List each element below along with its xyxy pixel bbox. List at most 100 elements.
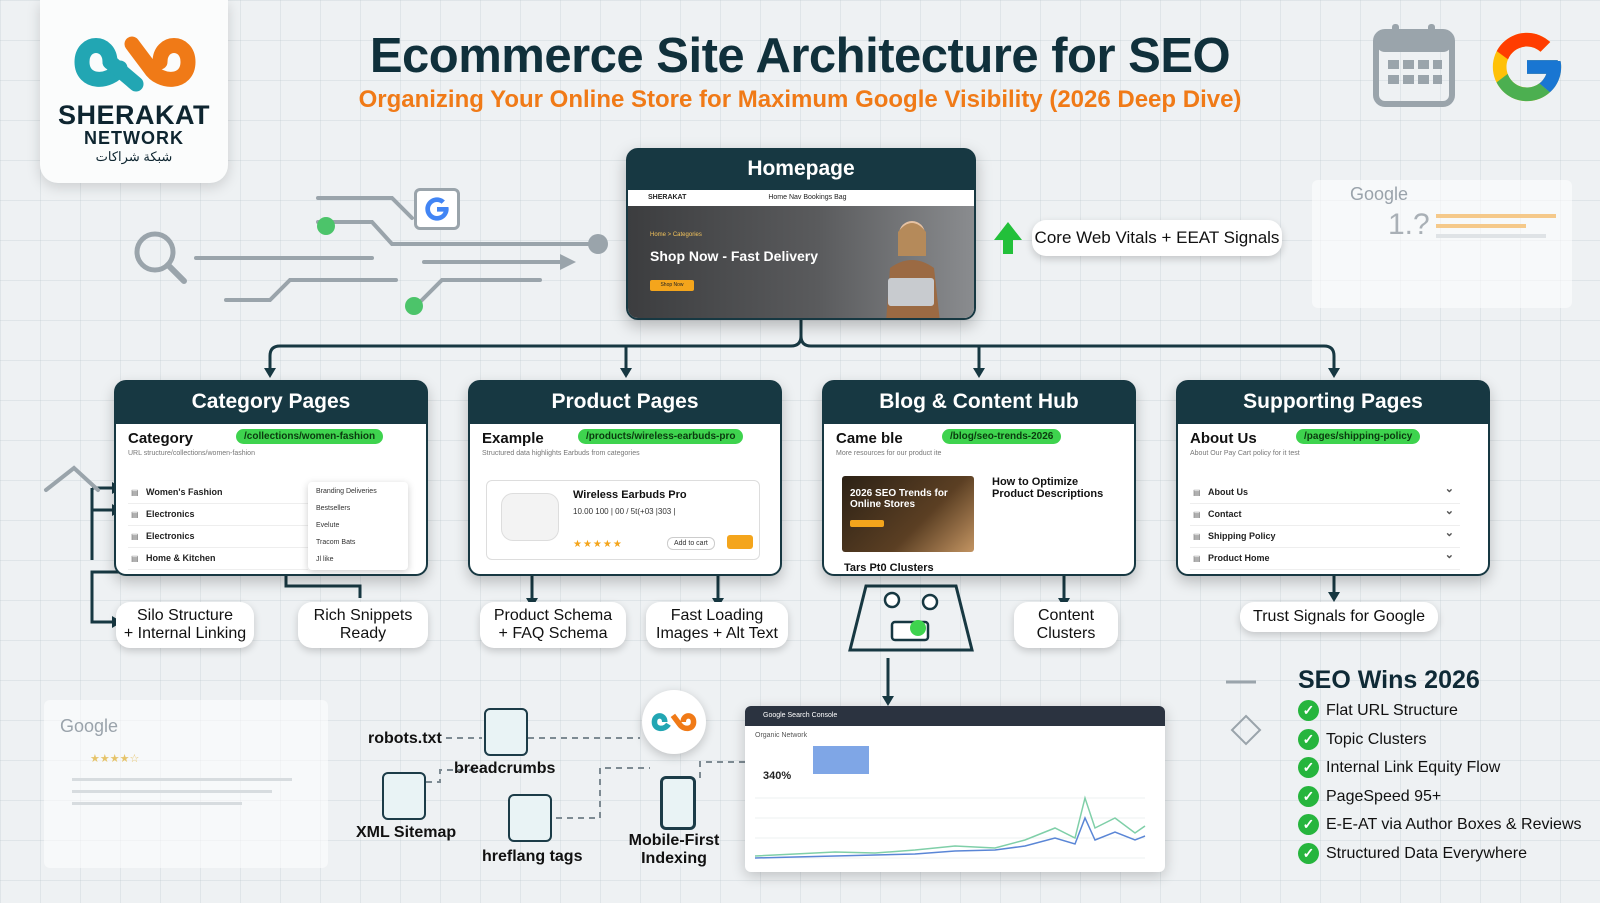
shopper-figure-icon (886, 221, 940, 318)
logo-arabic: شبكة شراكات (95, 149, 173, 164)
product-rating: ★★★★★ (573, 539, 623, 550)
list-item[interactable]: Electronics (128, 504, 308, 526)
earbuds-image (501, 493, 559, 541)
category-tiny-text: URL structure/collections/women-fashion (128, 450, 255, 457)
sherakat-badge-icon (642, 690, 706, 754)
list-item: ✓Internal Link Equity Flow (1298, 757, 1582, 786)
supporting-pages-title: Supporting Pages (1243, 390, 1423, 413)
logo-network: NETWORK (84, 128, 184, 148)
product-pages-card[interactable]: Product Pages Example /products/wireless… (468, 380, 782, 576)
dropdown-item[interactable]: Branding Deliveries (316, 488, 377, 495)
traffic-chart (755, 795, 1146, 859)
dropdown-item[interactable]: Jl like (316, 556, 334, 563)
breadcrumbs-label: breadcrumbs (454, 760, 556, 777)
homepage-headline: Shop Now - Fast Delivery (650, 248, 819, 264)
add-to-cart-button[interactable]: Add to cart (667, 537, 715, 550)
dropdown-item[interactable]: Evelute (316, 522, 340, 529)
logo-brand: SHERAKAT (58, 100, 210, 130)
category-pages-title: Category Pages (191, 390, 351, 413)
blog-tiny-text: More resources for our product ite (836, 450, 942, 457)
supporting-label: About Us (1190, 430, 1257, 447)
list-item: ✓Flat URL Structure (1298, 700, 1582, 729)
infinity-logo-icon (74, 36, 196, 92)
supporting-accordion: About Us Contact Shipping Policy Product… (1190, 479, 1460, 570)
seo-wins-title: SEO Wins 2026 (1298, 666, 1480, 694)
silo-structure-label: Silo Structure+ Internal Linking (116, 602, 254, 648)
blog-url: /blog/seo-trends-2026 (942, 429, 1062, 444)
metric-card-active[interactable] (813, 746, 869, 774)
search-console-title: Google Search Console (745, 706, 1165, 726)
product-price: 10.00 100 | 00 / 5t(+03 |303 | (573, 507, 676, 516)
accordion-item[interactable]: About Us (1190, 479, 1460, 504)
product-schema-label: Product Schema+ FAQ Schema (480, 602, 626, 648)
list-item[interactable]: Home & Kitchen (128, 548, 308, 570)
category-label: Category (128, 430, 194, 447)
category-pages-card[interactable]: Category Pages Category /collections/wom… (114, 380, 428, 576)
seo-wins-list: ✓Flat URL Structure ✓Topic Clusters ✓Int… (1298, 700, 1582, 871)
list-item: ✓PageSpeed 95+ (1298, 785, 1582, 815)
core-web-vitals-label: Core Web Vitals + EEAT Signals (1032, 220, 1282, 256)
list-item: ✓Topic Clusters (1298, 728, 1582, 758)
search-console-metric: 340% (763, 770, 792, 782)
category-url: /collections/women-fashion (236, 429, 384, 444)
check-icon: ✓ (1298, 700, 1319, 721)
shop-now-button[interactable]: Shop Now (650, 280, 694, 291)
homepage-card[interactable]: Homepage SHERAKAT Home Nav Bookings Bag … (626, 148, 976, 320)
check-icon: ✓ (1298, 728, 1319, 750)
google-card-brand: Google (1350, 184, 1409, 204)
accordion-item[interactable]: Contact (1190, 501, 1460, 526)
list-item: ✓E-E-AT via Author Boxes & Reviews (1298, 814, 1582, 843)
homepage-screenshot: SHERAKAT Home Nav Bookings Bag Home > Ca… (628, 190, 974, 318)
hreflang-icon (508, 794, 552, 842)
xml-sitemap-label: XML Sitemap (356, 824, 457, 841)
blog-label: Came ble (836, 430, 903, 447)
homepage-breadcrumb: Home > Categories (650, 232, 702, 238)
product-listing[interactable]: Wireless Earbuds Pro 10.00 100 | 00 / 5t… (486, 480, 760, 560)
list-item[interactable]: Electronics (128, 526, 308, 548)
page-subtitle: Organizing Your Online Store for Maximum… (358, 86, 1242, 113)
product-pages-title: Product Pages (551, 390, 699, 413)
product-tiny-text: Structured data highlights Earbuds from … (482, 450, 640, 457)
product-label: Example (482, 430, 544, 447)
blog-content-hub-title: Blog & Content Hub (879, 390, 1079, 413)
supporting-url: /pages/shipping-policy (1296, 429, 1421, 444)
google-badge-icon (414, 188, 460, 230)
check-icon: ✓ (1298, 785, 1319, 807)
blog-feature-title: 2026 SEO Trends for Online Stores (850, 488, 948, 510)
accordion-item[interactable]: Shipping Policy (1190, 523, 1460, 548)
category-list: Women's Fashion Electronics Electronics … (128, 482, 308, 570)
buy-button[interactable] (727, 535, 753, 549)
google-card-bottom-stars: ★★★★☆ (90, 753, 140, 765)
homepage-nav: SHERAKAT Home Nav Bookings Bag (628, 190, 974, 207)
google-search-result-card: Google ★★★★☆ (44, 700, 328, 868)
google-card-bottom-brand: Google (60, 716, 119, 736)
product-name: Wireless Earbuds Pro (573, 489, 687, 501)
homepage-title: Homepage (747, 157, 855, 180)
blog-article-title[interactable]: How to Optimize Product Descriptions (992, 476, 1104, 500)
blog-feature-image[interactable]: 2026 SEO Trends for Online Stores (842, 476, 974, 552)
sherakat-logo: SHERAKAT NETWORK شبكة شراكات (40, 0, 228, 183)
check-icon: ✓ (1298, 842, 1319, 864)
blog-footer-text: Tars Pt0 Clusters (844, 562, 934, 574)
search-console-panel[interactable]: Google Search Console Organic Network 34… (745, 706, 1165, 872)
robots-txt-label: robots.txt (368, 730, 442, 747)
supporting-pages-card[interactable]: Supporting Pages About Us /pages/shippin… (1176, 380, 1490, 576)
hreflang-label: hreflang tags (482, 848, 583, 865)
blog-content-hub-card[interactable]: Blog & Content Hub Came ble /blog/seo-tr… (822, 380, 1136, 576)
list-item[interactable]: Women's Fashion (128, 482, 308, 504)
check-icon: ✓ (1298, 757, 1319, 778)
xml-sitemap-icon (382, 772, 426, 820)
breadcrumbs-icon (484, 708, 528, 756)
calendar-icon (1373, 24, 1455, 107)
mobile-phone-icon (660, 776, 696, 830)
dropdown-item[interactable]: Bestsellers (316, 505, 351, 512)
google-card-score: 1.? (1388, 208, 1430, 241)
category-dropdown: Branding Deliveries Bestsellers Evelute … (308, 482, 408, 570)
google-icon (1492, 32, 1562, 102)
supporting-tiny-text: About Our Pay Cart policy for it test (1190, 450, 1300, 457)
dropdown-item[interactable]: Tracom Bats (316, 539, 356, 546)
accordion-item[interactable]: Product Home (1190, 545, 1460, 570)
